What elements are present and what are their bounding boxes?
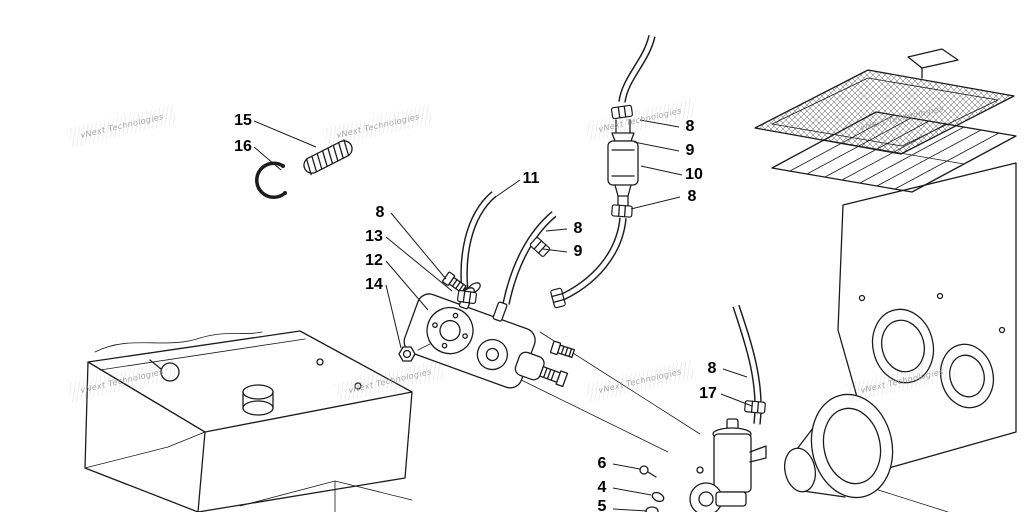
callout-6: 6 — [597, 455, 607, 472]
air-intake-horn — [783, 393, 894, 499]
callout-8-d: 8 — [687, 188, 697, 205]
callout-13: 13 — [365, 228, 383, 245]
hose-clamp — [456, 289, 478, 305]
elbow-screw — [549, 340, 576, 359]
small-hardware — [639, 465, 665, 512]
callout-11: 11 — [522, 170, 540, 187]
spring — [303, 139, 353, 176]
pump-outlet-nipple — [492, 301, 508, 322]
crankcase-block — [837, 162, 1017, 472]
hose-clamp — [529, 237, 551, 257]
cylinder-head-ribs — [771, 111, 1017, 193]
screw-head — [639, 465, 649, 475]
hose-clamps — [456, 104, 766, 414]
pin — [651, 491, 665, 503]
hose-clamp-17 — [744, 400, 766, 414]
hose-clamp — [611, 204, 633, 218]
elbow-threaded-spout — [539, 366, 569, 388]
hose-clamp — [610, 104, 634, 120]
fuel-pump — [403, 287, 569, 389]
callout-15: 15 — [234, 112, 252, 129]
retaining-clip — [255, 161, 287, 199]
callout-9-b: 9 — [685, 142, 695, 159]
callout-12: 12 — [365, 252, 383, 269]
callout-10: 10 — [685, 166, 703, 183]
callout-8-b: 8 — [573, 220, 583, 237]
intake-silencer-panel — [754, 69, 1015, 155]
pump-hose-right — [502, 211, 557, 305]
callout-14: 14 — [365, 276, 383, 293]
filter-outlet-hose — [554, 217, 627, 304]
callout-8-c: 8 — [685, 118, 695, 135]
carburetor — [689, 418, 767, 512]
fuel-hoses — [460, 34, 762, 425]
hose-clamp — [550, 287, 566, 309]
right-engine-assembly — [754, 48, 1017, 472]
callout-8-e: 8 — [707, 360, 717, 377]
fuel-filter — [607, 119, 639, 207]
plug — [645, 506, 659, 512]
callout-4: 4 — [597, 479, 607, 496]
left-engine-crankcase — [84, 330, 413, 512]
leader-lines — [253, 119, 753, 512]
callout-8-a: 8 — [375, 204, 385, 221]
pump-screw — [442, 271, 467, 294]
callout-5: 5 — [597, 498, 607, 515]
callout-16: 16 — [234, 138, 252, 155]
callout-17: 17 — [699, 385, 717, 402]
callout-9-a: 9 — [573, 243, 583, 260]
pump-mounting-nut — [398, 343, 431, 362]
